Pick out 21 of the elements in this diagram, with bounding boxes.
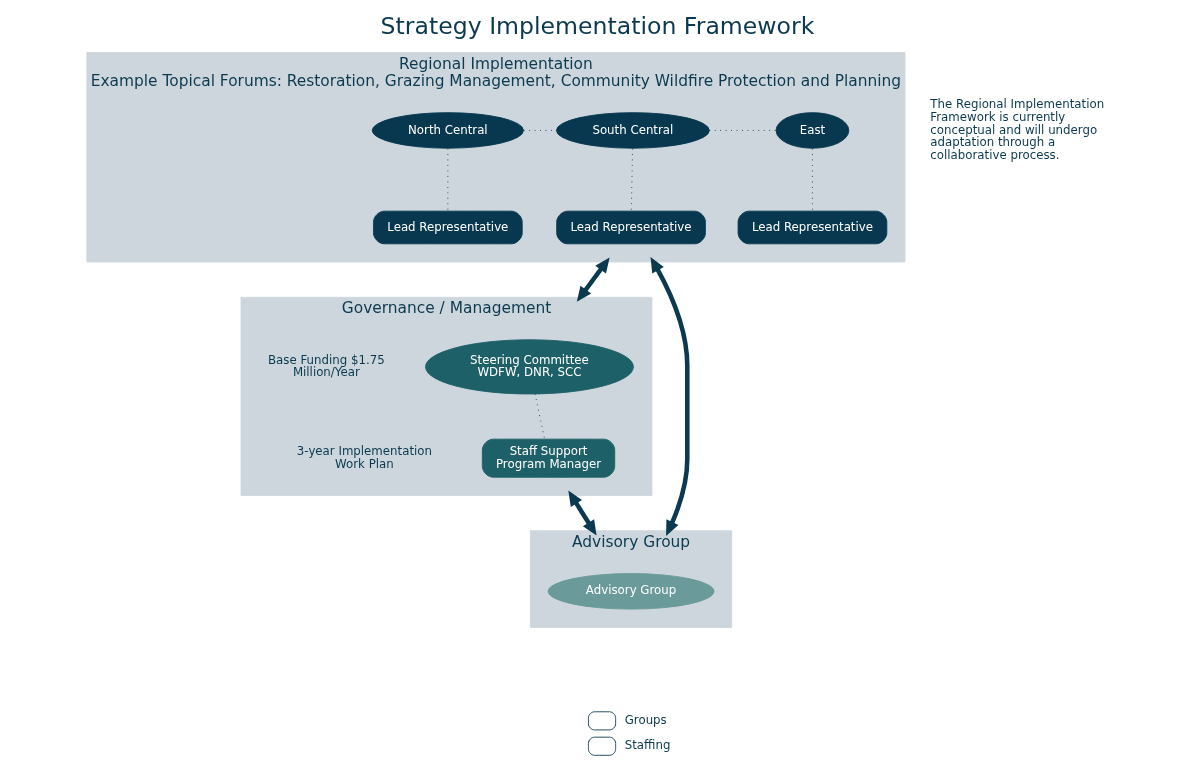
node-ellipse: North Central xyxy=(371,112,524,149)
label: Base Funding $1.75 Million/Year xyxy=(267,352,385,380)
label: 3-year Implementation Work Plan xyxy=(296,443,432,471)
diagram-title: Strategy Implementation Framework xyxy=(380,12,814,41)
connector xyxy=(811,148,813,212)
node-ellipse: South Central xyxy=(555,112,710,149)
node-ellipse: Steering Committee WDFW, DNR, SCC xyxy=(424,339,634,395)
node-box: Lead Representative xyxy=(555,210,706,245)
arrow xyxy=(576,257,610,302)
legend-label: Staffing xyxy=(624,738,670,753)
connector xyxy=(708,129,776,131)
node-ellipse: East xyxy=(775,112,849,149)
arrow xyxy=(567,490,597,536)
legend-label: Groups xyxy=(624,712,667,727)
connector xyxy=(630,148,633,212)
arrow xyxy=(650,257,690,536)
node-ellipse: Advisory Group xyxy=(547,573,714,610)
node-box: Lead Representative xyxy=(737,210,887,245)
label: The Regional Implementation Framework is currently conceptual and will undergo adaptation through a collaborative process. xyxy=(929,97,1104,162)
node-box: Lead Representative xyxy=(372,210,523,245)
node-box: Staff Support Program Manager xyxy=(481,438,615,478)
